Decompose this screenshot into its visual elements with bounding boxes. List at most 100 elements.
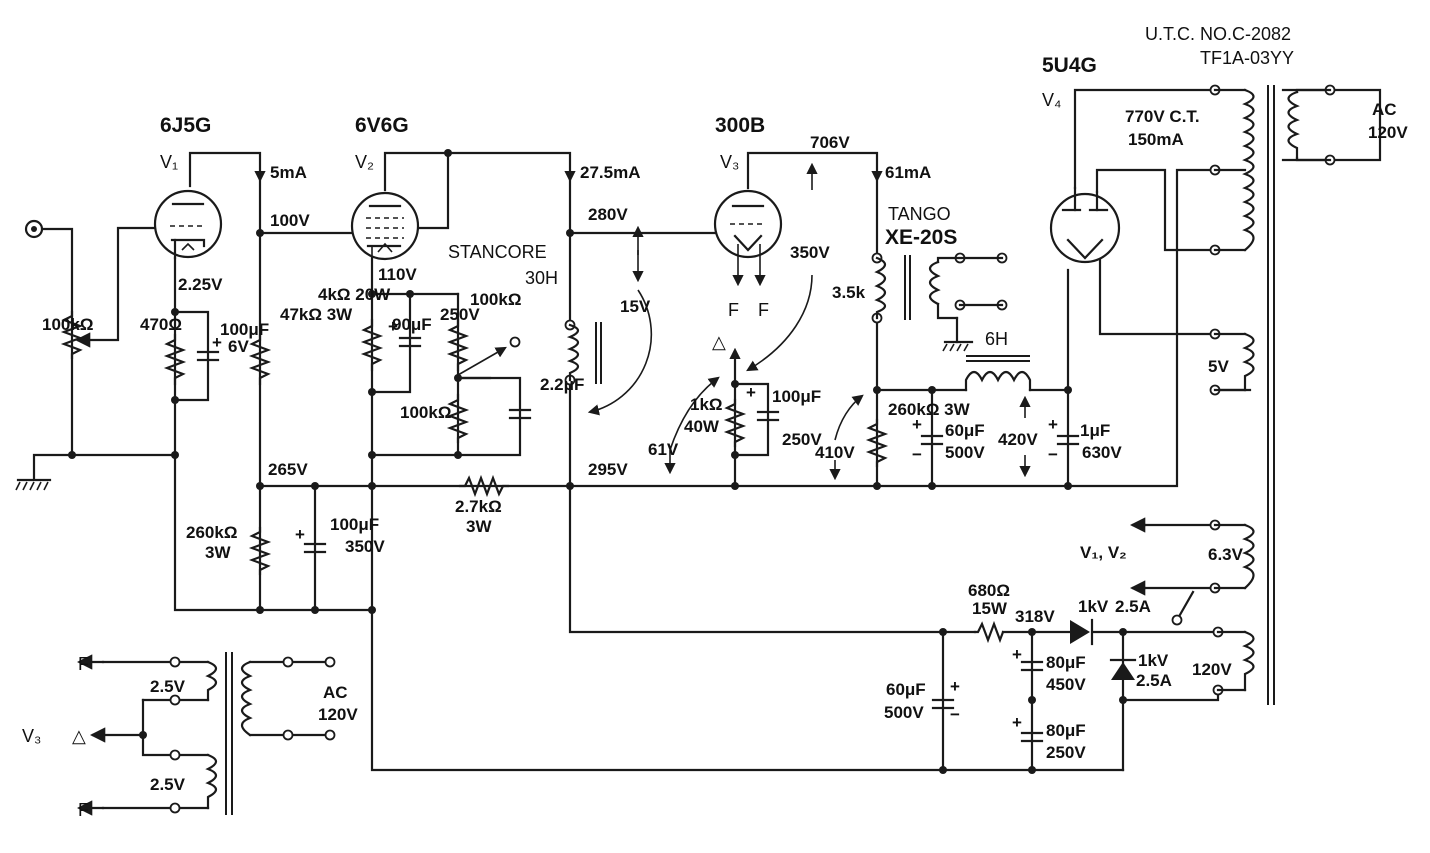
plus-out: + [912, 415, 922, 434]
tube-v4-ref: V₄ [1042, 90, 1061, 110]
c-k3-v: 250V [782, 430, 822, 449]
labels: 6J5G V₁ 6V6G V₂ 300B V₃ 5U4G V₄ U.T.C. N… [22, 24, 1408, 820]
choke-value: 6H [985, 329, 1008, 349]
r-k3-val: 1kΩ [690, 395, 723, 414]
v1-plate-current: 5mA [270, 163, 307, 182]
interstage-choke [566, 322, 602, 384]
c-out-val: 60μF [945, 421, 985, 440]
plus-bias2: + [1012, 713, 1022, 732]
c-k1-val: 100μF [220, 320, 269, 339]
c-big-val: 60μF [886, 680, 926, 699]
pt-heater: 6.3V [1208, 545, 1244, 564]
tube-v1 [153, 189, 223, 260]
v3-f1: F [728, 300, 739, 320]
junction-dots [68, 149, 1127, 774]
r-k2-label: 4kΩ 20W [318, 285, 391, 304]
c-in-v: 630V [1082, 443, 1122, 462]
ft-f-bottom: F [78, 800, 89, 820]
plus-big: + [950, 677, 960, 696]
bias-61: 61V [648, 440, 679, 459]
v3-grid: 280V [588, 205, 628, 224]
ft-ac: AC [323, 683, 348, 702]
d-top-v: 1kV [1078, 597, 1109, 616]
c-bias1-v: 450V [1046, 675, 1086, 694]
v3-f2: F [758, 300, 769, 320]
minus-big: − [950, 705, 960, 724]
r-b-w: 3W [466, 517, 492, 536]
ft-v3-label: V₃ [22, 726, 41, 746]
diode-shunt [1109, 658, 1137, 680]
v2-cathode: 110V [378, 265, 417, 284]
ft-f-top: F [78, 654, 89, 674]
r-in-label: 100kΩ [42, 315, 93, 334]
c-k2-val: 90μF [392, 315, 432, 334]
pt-hv: 770V C.T. [1125, 107, 1200, 126]
c-k3-val: 100μF [772, 387, 821, 406]
pt-heater-for: V₁, V₂ [1080, 543, 1127, 562]
interstage-value: 30H [525, 268, 558, 288]
tube-v2-type: 6V6G [355, 114, 409, 137]
c-dec-val: 100μF [330, 515, 379, 534]
c-big-v: 500V [884, 703, 924, 722]
pt-ac-volts: 120V [1368, 123, 1408, 142]
pt-current: 150mA [1128, 130, 1184, 149]
c-bias2-val: 80μF [1046, 721, 1086, 740]
r-ser-val: 680Ω [968, 581, 1010, 600]
v3-delta: △ [712, 332, 726, 352]
pt-code: TF1A-03YY [1200, 48, 1294, 68]
plus-ck3: + [746, 383, 756, 402]
c-in-val: 1μF [1080, 421, 1110, 440]
output-transformer [874, 255, 1004, 320]
diode-series [1070, 618, 1094, 646]
cap-bias2 [1020, 715, 1044, 760]
d-side-v: 1kV [1138, 651, 1169, 670]
r-b-val: 2.7kΩ [455, 497, 502, 516]
tube-v2-ref: V₂ [355, 152, 374, 172]
plus-bias1: + [1012, 645, 1022, 664]
opt-brand: TANGO [888, 204, 951, 224]
opt-primary: 3.5k [832, 283, 866, 302]
r-fb-label: 100kΩ [470, 290, 521, 309]
tube-v2 [350, 191, 420, 261]
pt-bias-winding: 120V [1192, 660, 1232, 679]
filter-choke [964, 355, 1032, 392]
b-265: 265V [268, 460, 308, 479]
r-k3-w: 40W [684, 417, 720, 436]
c-dec-v: 350V [345, 537, 385, 556]
tube-v1-type: 6J5G [160, 114, 211, 137]
c-fb-label: 2.2μF [540, 375, 584, 394]
cap-ck1 [196, 340, 220, 372]
pt-model: U.T.C. NO.C-2082 [1145, 24, 1291, 44]
input-jack [24, 219, 44, 239]
r-drop-w: 3W [205, 543, 231, 562]
interstage-brand: STANCORE [448, 242, 547, 262]
cap-in [1056, 410, 1080, 470]
wiring [32, 88, 1382, 810]
r-fb2-label: 100kΩ [400, 403, 451, 422]
plus-ck2: + [388, 317, 398, 336]
plus-ck1: + [212, 333, 222, 352]
b-295: 295V [588, 460, 628, 479]
cap-big [931, 680, 955, 740]
tube-v3-type: 300B [715, 114, 765, 137]
v2-plate-current: 27.5mA [580, 163, 640, 182]
plus-in: + [1048, 415, 1058, 434]
cap-bias1 [1020, 645, 1044, 690]
cap-out [920, 410, 944, 470]
v3-plate-current: 61mA [885, 163, 931, 182]
cap-fb [508, 395, 532, 440]
tube-v3 [713, 189, 783, 259]
minus-in: − [1048, 445, 1058, 464]
ground-symbol [15, 478, 52, 491]
pt-ac: AC [1372, 100, 1397, 119]
c-bias1-val: 80μF [1046, 653, 1086, 672]
ground-symbol-opt [942, 340, 974, 352]
b-410: 410V [815, 443, 855, 462]
drop-350: 350V [790, 243, 830, 262]
v3-plate: 706V [810, 133, 850, 152]
drop-15: 15V [620, 297, 651, 316]
tube-v3-ref: V₃ [720, 152, 739, 172]
c-k2-v: 250V [440, 305, 480, 324]
r-bleed-label: 260kΩ 3W [888, 400, 971, 419]
